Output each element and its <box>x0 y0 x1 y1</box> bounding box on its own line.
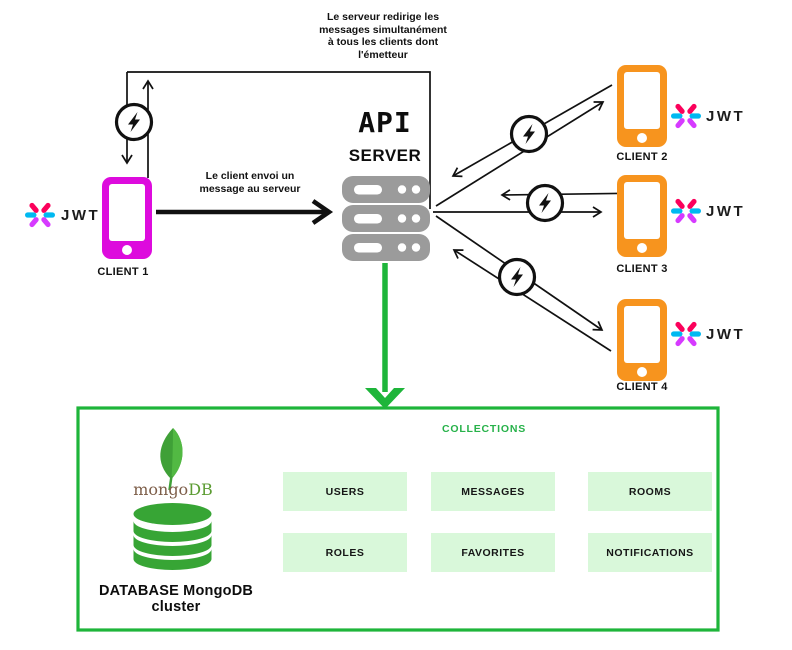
server-subtitle: SERVER <box>348 146 422 165</box>
jwt-label: JWT <box>61 207 101 224</box>
jwt-label: JWT <box>706 108 746 125</box>
client4-label: CLIENT 4 <box>616 381 668 393</box>
websocket-icon <box>114 102 154 142</box>
jwt-logo-icon <box>25 201 55 229</box>
client3-label: CLIENT 3 <box>616 263 668 275</box>
jwt-label: JWT <box>706 326 746 343</box>
jwt-label: JWT <box>706 203 746 220</box>
collection-favorites: FAVORITES <box>431 533 555 572</box>
client4-phone-icon <box>617 299 667 381</box>
server-to-database-arrow <box>365 263 405 409</box>
websocket-icon <box>497 257 537 297</box>
mongodb-leaf-icon <box>160 428 183 491</box>
jwt-logo-icon <box>671 320 701 348</box>
jwt-logo-icon <box>671 102 701 130</box>
client1-label: CLIENT 1 <box>97 266 149 278</box>
collections-title: COLLECTIONS <box>441 423 527 435</box>
collection-rooms: ROOMS <box>588 472 712 511</box>
collection-users: USERS <box>283 472 407 511</box>
send-note: Le client envoi un message au serveur <box>199 170 301 195</box>
collection-roles: ROLES <box>283 533 407 572</box>
server-icon <box>342 176 430 261</box>
mongodb-wordmark: mongoDB <box>113 480 233 499</box>
websocket-icon <box>509 114 549 154</box>
client3-phone-icon <box>617 175 667 257</box>
database-caption: DATABASE MongoDB cluster <box>98 583 254 615</box>
collection-messages: MESSAGES <box>431 472 555 511</box>
client2-phone-icon <box>617 65 667 147</box>
websocket-icon <box>525 183 565 223</box>
jwt-logo-icon <box>671 197 701 225</box>
broadcast-note: Le serveur redirige les messages simulta… <box>319 11 447 61</box>
mongodb-wordmark-db: DB <box>188 480 213 499</box>
mongodb-wordmark-mongo: mongo <box>133 480 189 499</box>
api-title: API <box>358 106 412 139</box>
client2-label: CLIENT 2 <box>616 151 668 163</box>
mongodb-cylinder-icon <box>133 503 212 570</box>
collection-notifications: NOTIFICATIONS <box>588 533 712 572</box>
